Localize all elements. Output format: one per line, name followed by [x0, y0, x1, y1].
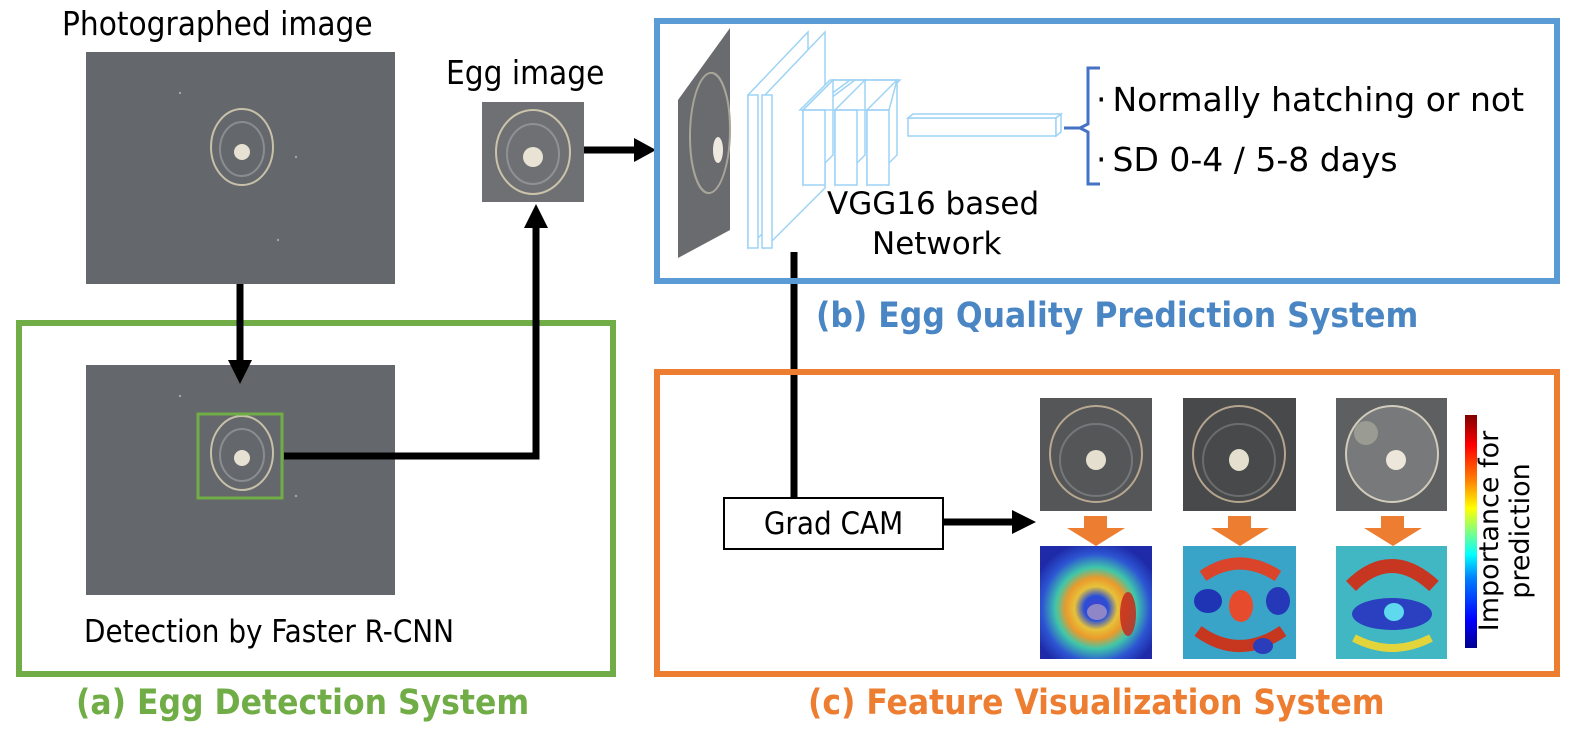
arrowhead-down	[228, 360, 252, 384]
example-egg-image-1	[1040, 398, 1152, 511]
egg-photo-graphic	[1049, 405, 1143, 503]
example-egg-image-3	[1336, 398, 1447, 511]
output-item-sd-days-text: SD 0-4 / 5-8 days	[1112, 140, 1398, 179]
egg-photo-graphic	[1345, 405, 1439, 503]
gradcam-heatmap-2	[1183, 546, 1296, 659]
arrow-detection-to-egg	[284, 226, 540, 460]
detection-bounding-box	[196, 412, 284, 500]
photographed-image	[86, 52, 395, 284]
orange-down-arrow-2	[1211, 516, 1269, 546]
egg-photo-graphic	[178, 394, 298, 500]
bullet: ·	[1096, 80, 1107, 119]
output-item-sd-days: ·SD 0-4 / 5-8 days	[1096, 140, 1398, 179]
arrowhead-right	[1012, 510, 1036, 534]
egg-photo-graphic	[178, 91, 298, 242]
egg-image-label: Egg image	[446, 53, 605, 92]
gradcam-box: Grad CAM	[723, 497, 944, 550]
system-a-title: (a) Egg Detection System	[76, 683, 530, 723]
example-egg-image-2	[1183, 398, 1296, 511]
colorbar-label-line2: prediction	[1505, 463, 1536, 599]
gradcam-heatmap-1	[1040, 546, 1152, 659]
output-item-hatching: ·Normally hatching or not	[1096, 80, 1524, 119]
output-bracket	[1064, 66, 1100, 186]
system-c-title: (c) Feature Visualization System	[808, 683, 1385, 723]
output-item-hatching-text: Normally hatching or not	[1112, 80, 1525, 119]
network-label-line1: VGG16 based	[827, 186, 1040, 222]
feature-visualization-frame	[654, 369, 1560, 677]
vgg16-network-diagram	[678, 28, 1064, 258]
egg-quality-prediction-frame	[654, 18, 1560, 284]
system-b-title: (b) Egg Quality Prediction System	[816, 296, 1419, 336]
orange-down-arrow-3	[1364, 516, 1422, 546]
detection-result-image	[86, 365, 395, 595]
orange-down-arrow-1	[1067, 516, 1125, 546]
colorbar-label-line1: Importance for	[1474, 430, 1505, 632]
arrowhead-right	[634, 138, 656, 162]
egg-image	[482, 102, 584, 202]
detection-caption: Detection by Faster R-CNN	[84, 614, 455, 650]
gradcam-heatmap-3	[1336, 546, 1447, 659]
egg-photo-graphic	[495, 109, 571, 195]
gradcam-label: Grad CAM	[763, 505, 904, 542]
network-input-image	[678, 28, 730, 258]
egg-photo-graphic	[1192, 405, 1286, 503]
importance-colorbar	[1465, 415, 1477, 648]
bullet: ·	[1096, 140, 1107, 179]
egg-detection-system-frame	[16, 320, 616, 677]
colorbar-label: Importance for prediction	[1474, 431, 1536, 631]
network-label-line2: Network	[872, 226, 1002, 262]
photographed-image-label: Photographed image	[62, 4, 373, 43]
arrowhead-up	[524, 204, 548, 228]
